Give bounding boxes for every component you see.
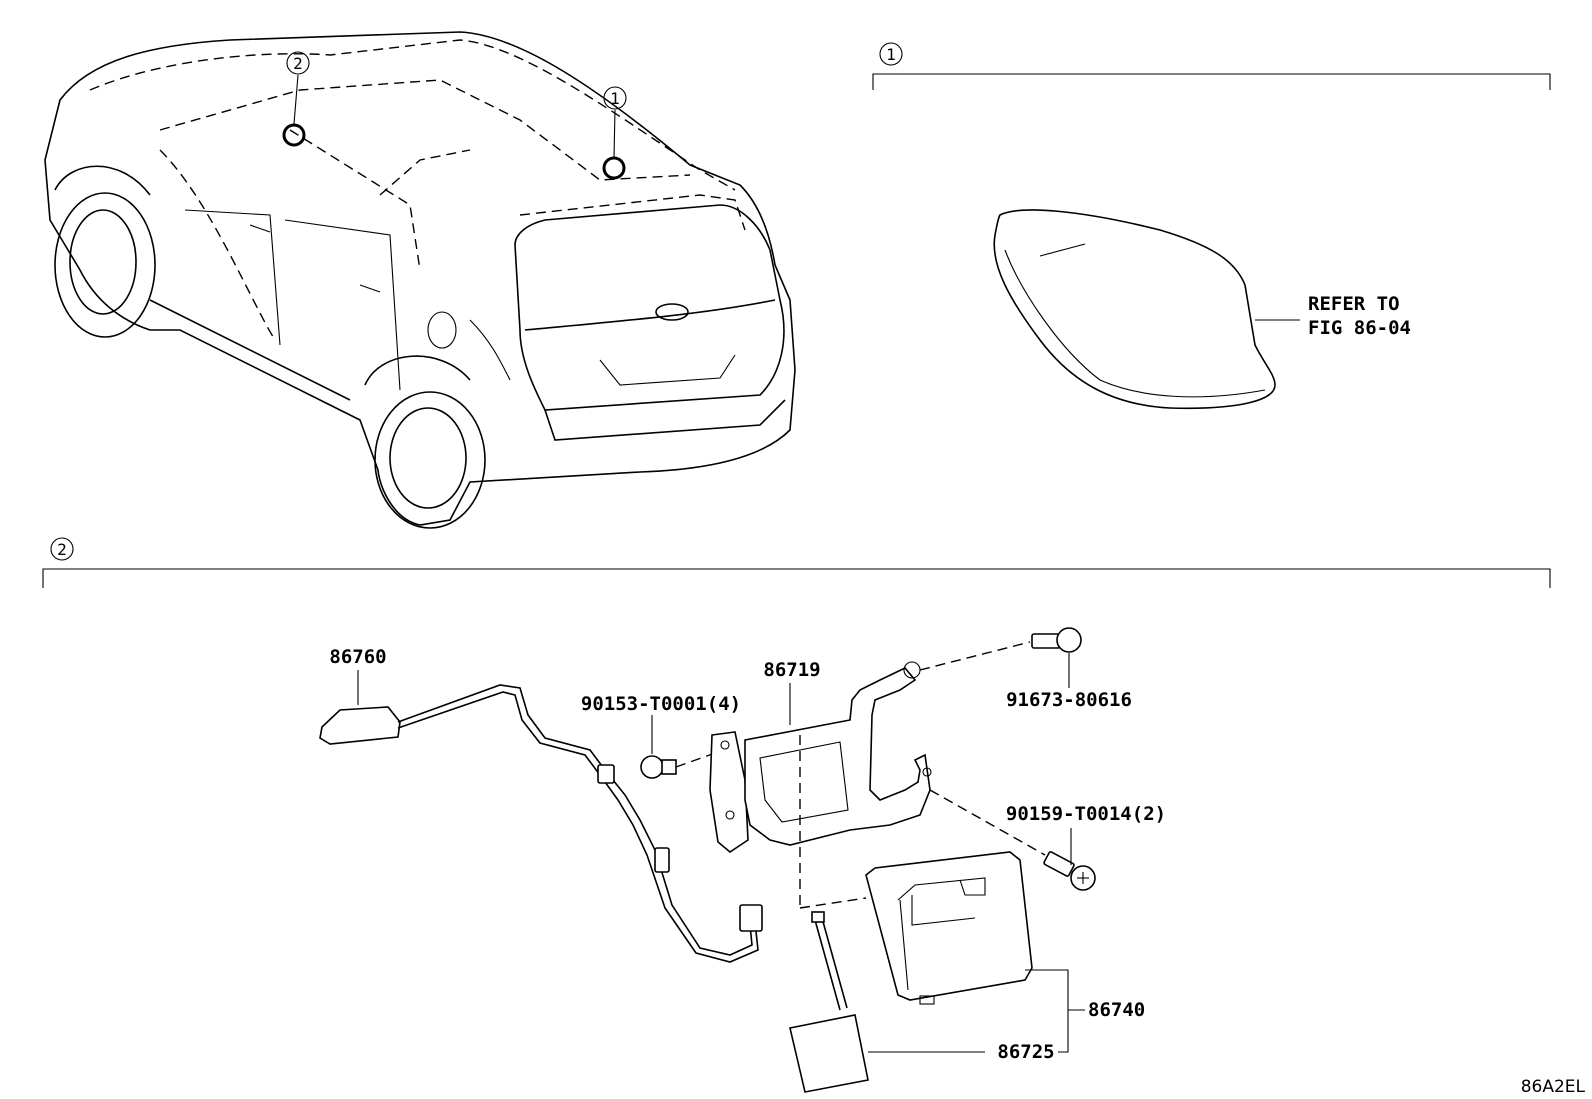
reference-note-line1: REFER TO [1308,293,1400,315]
antenna-cord [319,684,763,963]
vehicle-illustration: 2 1 [44,31,796,529]
label-antenna-cord: 86760 [329,646,386,668]
vehicle-callout-2: 2 [293,54,303,73]
pad [789,911,869,1093]
bolt [1031,627,1082,653]
label-clip: 90153-T0001(4) [581,693,741,715]
shark-fin-antenna [993,209,1276,410]
reference-note-line2: FIG 86-04 [1308,317,1411,339]
section-2: 2 86760 90153-T0001(4) [42,537,1551,1093]
section-2-callout: 2 [57,540,67,559]
figure-code: 86A2EL [1521,1077,1586,1097]
section-1-callout: 1 [886,45,896,64]
label-screw: 90159-T0014(2) [1006,803,1166,825]
amplifier [865,851,1033,1005]
vehicle-callout-1: 1 [610,89,620,108]
label-bracket: 86719 [763,659,820,681]
label-bolt: 91673-80616 [1006,689,1132,711]
label-amplifier: 86740 [1088,999,1145,1021]
label-pad: 86725 [997,1041,1054,1063]
section-1: 1 REFER TO FIG 86-04 [872,42,1551,410]
bracket [709,661,932,853]
clip [640,755,677,779]
screw [1043,851,1096,891]
